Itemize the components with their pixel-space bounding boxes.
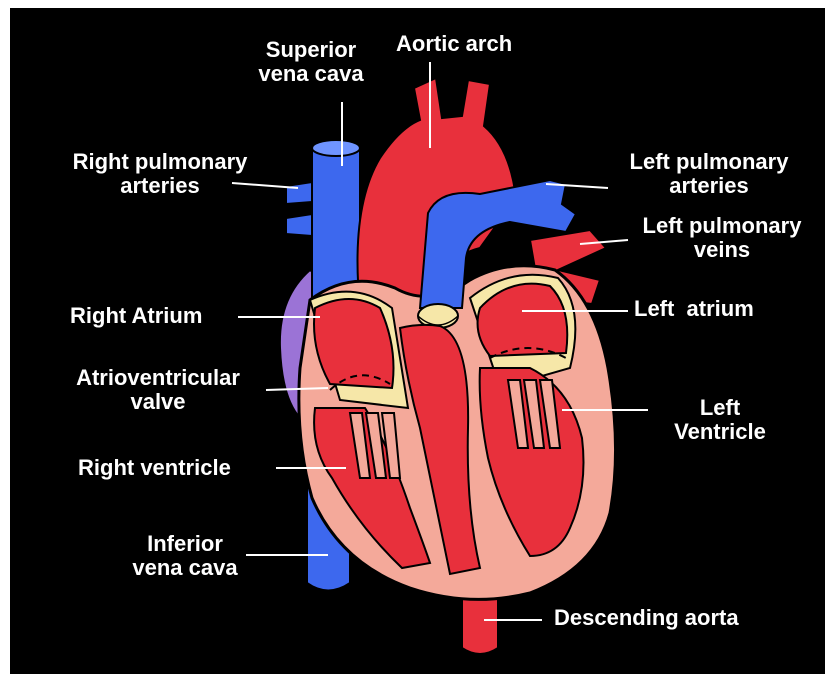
label-atrioventricular-valve: Atrioventricular valve bbox=[46, 366, 270, 414]
label-left-ventricle: Left Ventricle bbox=[660, 396, 780, 444]
label-aortic-arch: Aortic arch bbox=[396, 32, 512, 56]
label-right-ventricle: Right ventricle bbox=[78, 456, 231, 480]
label-left-pulmonary-arteries: Left pulmonary arteries bbox=[604, 150, 814, 198]
right-atrium bbox=[314, 299, 394, 388]
label-inferior-vena-cava: Inferior vena cava bbox=[110, 532, 260, 580]
label-descending-aorta: Descending aorta bbox=[554, 606, 739, 630]
label-right-pulmonary-arteries: Right pulmonary arteries bbox=[50, 150, 270, 198]
label-left-pulmonary-veins: Left pulmonary veins bbox=[622, 214, 822, 262]
label-left-atrium: Left atrium bbox=[634, 297, 754, 321]
label-right-atrium: Right Atrium bbox=[70, 304, 202, 328]
label-superior-vena-cava: Superior vena cava bbox=[236, 38, 386, 86]
heart-diagram: Superior vena cava Aortic arch Right pul… bbox=[10, 8, 825, 674]
